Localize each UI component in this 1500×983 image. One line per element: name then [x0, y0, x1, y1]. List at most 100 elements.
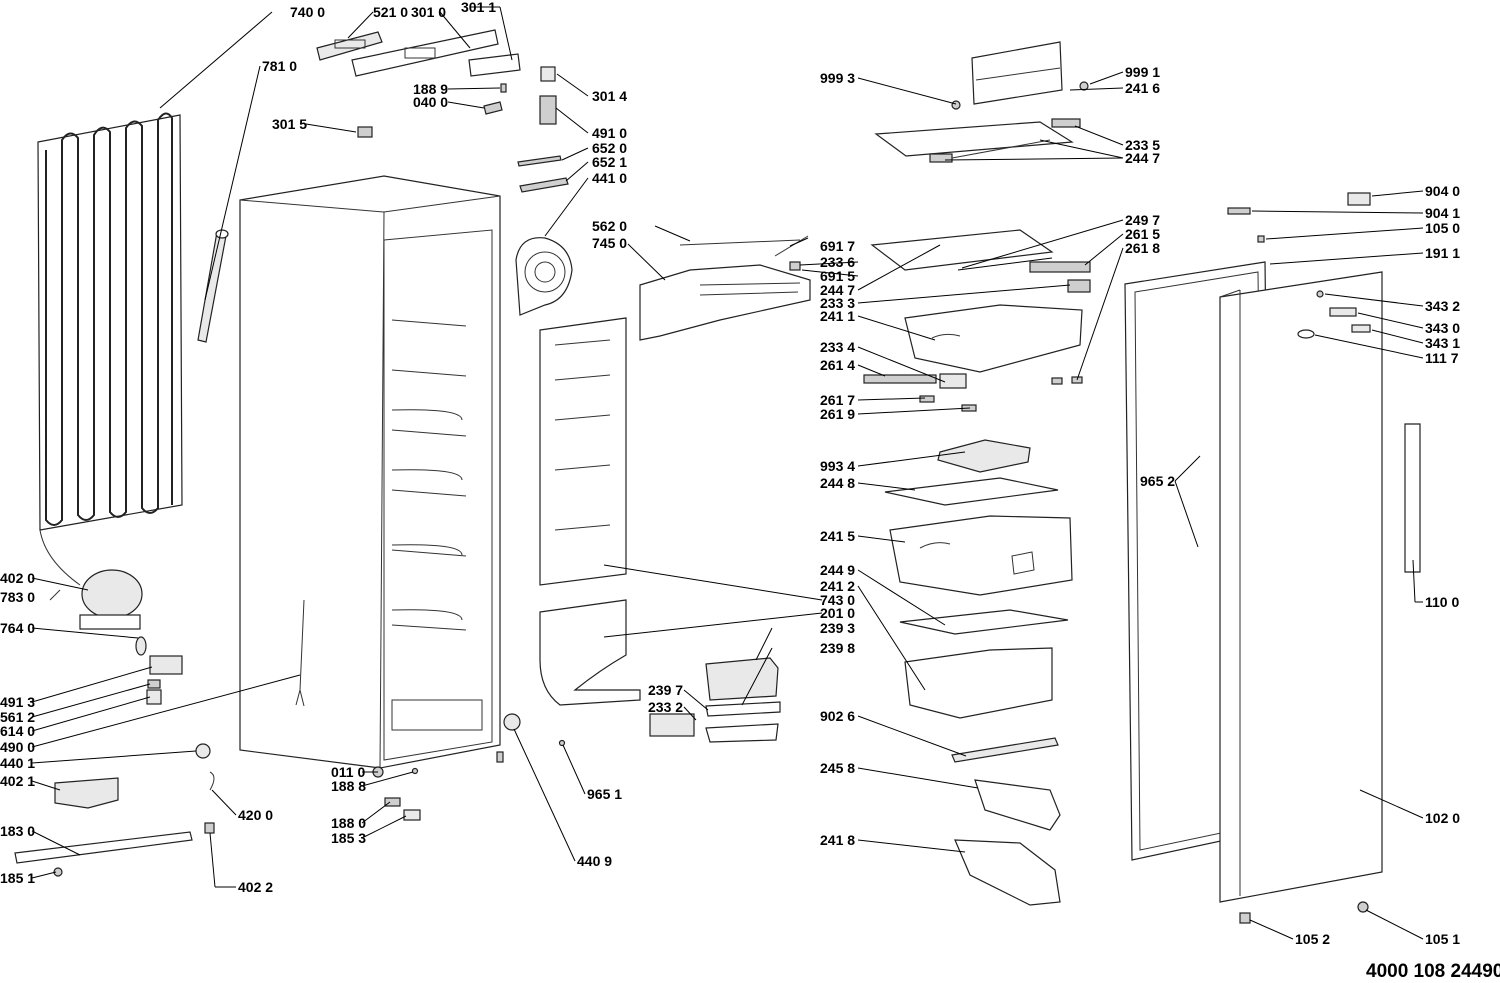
label-2416: 241 6	[1125, 80, 1160, 96]
label-2458: 245 8	[820, 760, 855, 776]
label-4401: 440 1	[0, 755, 35, 771]
label-2618: 261 8	[1125, 240, 1160, 256]
drawing-reference: 4000 108 24490	[1366, 961, 1500, 982]
part-1052	[1239, 912, 1251, 924]
label-9652: 965 2	[1140, 473, 1175, 489]
label-2335: 233 5	[1125, 137, 1160, 153]
label-7810: 781 0	[262, 58, 297, 74]
label-9040: 904 0	[1425, 183, 1460, 199]
label-7830: 783 0	[0, 589, 35, 605]
glass-shelf-mid	[884, 477, 1059, 506]
label-7430: 743 0	[820, 592, 855, 608]
compressor	[79, 569, 143, 630]
part-2617	[919, 395, 935, 403]
label-3015: 301 5	[272, 116, 307, 132]
label-1853: 185 3	[331, 830, 366, 846]
label-2398: 239 8	[820, 640, 855, 656]
label-2448: 244 8	[820, 475, 855, 491]
label-3010: 301 0	[411, 4, 446, 20]
part-4913	[149, 655, 183, 675]
filter-grid	[937, 439, 1031, 473]
top-cover	[971, 41, 1063, 105]
part-9040	[1347, 192, 1371, 206]
control-panel-frame	[351, 29, 499, 77]
label-9041: 904 1	[1425, 205, 1460, 221]
part-6917	[774, 235, 809, 257]
drain-tube	[197, 229, 229, 343]
door-handle	[1404, 423, 1421, 573]
part-1880	[384, 797, 401, 807]
part-1051	[1357, 901, 1369, 913]
fan-assembly	[515, 237, 573, 316]
control-board	[316, 31, 383, 61]
label-4900: 490 0	[0, 739, 35, 755]
label-2332: 233 2	[648, 699, 683, 715]
label-5210: 521 0	[373, 4, 408, 20]
label-2449: 244 9	[820, 562, 855, 578]
part-1888	[411, 767, 419, 775]
label-1100: 110 0	[1425, 594, 1459, 610]
label-2614: 261 4	[820, 357, 855, 373]
label-2010: 201 0	[820, 605, 855, 621]
label-2333: 233 3	[820, 295, 855, 311]
label-2411: 241 1	[820, 308, 855, 324]
wire-rack	[974, 779, 1061, 831]
part-3430	[1329, 307, 1357, 317]
label-7640: 764 0	[0, 620, 35, 636]
label-1051: 105 1	[1425, 931, 1460, 947]
part-6521	[519, 177, 569, 193]
label-2334: 233 4	[820, 339, 855, 355]
part-2614	[863, 374, 937, 384]
label-5612: 561 2	[0, 709, 35, 725]
basket-frame	[954, 839, 1061, 906]
shelf-rail	[1029, 261, 1091, 273]
evaporator-tray	[539, 599, 641, 706]
label-2415: 241 5	[820, 528, 855, 544]
part-1889	[500, 83, 507, 93]
label-2447a: 244 7	[1125, 150, 1160, 166]
label-9993: 999 3	[820, 70, 855, 86]
part-6520	[517, 155, 562, 167]
label-6915: 691 5	[820, 268, 855, 284]
compressor-base-plate	[14, 831, 193, 864]
part-9041	[1227, 207, 1251, 215]
label-1052: 105 2	[1295, 931, 1330, 947]
label-2336: 233 6	[820, 254, 855, 270]
part-9651	[558, 739, 566, 747]
part-2333	[1067, 279, 1091, 293]
part-1117	[1297, 329, 1315, 339]
label-4200: 420 0	[238, 807, 273, 823]
part-6915	[789, 261, 801, 271]
part-2335	[1051, 118, 1081, 128]
label-6140: 614 0	[0, 723, 35, 739]
label-3431: 343 1	[1425, 335, 1460, 351]
glass-shelf-low	[899, 609, 1069, 635]
label-1888: 188 8	[331, 778, 366, 794]
leader-lines	[31, 6, 1424, 940]
label-2447b: 244 7	[820, 282, 855, 298]
label-4022: 402 2	[238, 879, 273, 895]
label-9934: 993 4	[820, 458, 855, 474]
part-5612	[147, 679, 161, 689]
label-3014: 301 4	[592, 88, 627, 104]
part-4401	[195, 743, 211, 759]
label-2393: 239 3	[820, 620, 855, 636]
door-panel	[1219, 271, 1383, 903]
part-2334	[939, 373, 967, 389]
air-duct	[639, 239, 811, 341]
label-4913: 491 3	[0, 694, 35, 710]
part-6140	[146, 689, 162, 705]
label-1050: 105 0	[1425, 220, 1460, 236]
label-1880: 188 0	[331, 815, 366, 831]
part-9993	[951, 100, 961, 110]
label-2617: 261 7	[820, 392, 855, 408]
label-2397: 239 7	[648, 682, 683, 698]
part-2618a	[1051, 377, 1063, 385]
label-1020: 102 0	[1425, 810, 1460, 826]
part-7640	[135, 636, 147, 656]
label-9026: 902 6	[820, 708, 855, 724]
label-1911: 191 1	[1425, 245, 1460, 261]
drip-tray	[54, 777, 119, 809]
